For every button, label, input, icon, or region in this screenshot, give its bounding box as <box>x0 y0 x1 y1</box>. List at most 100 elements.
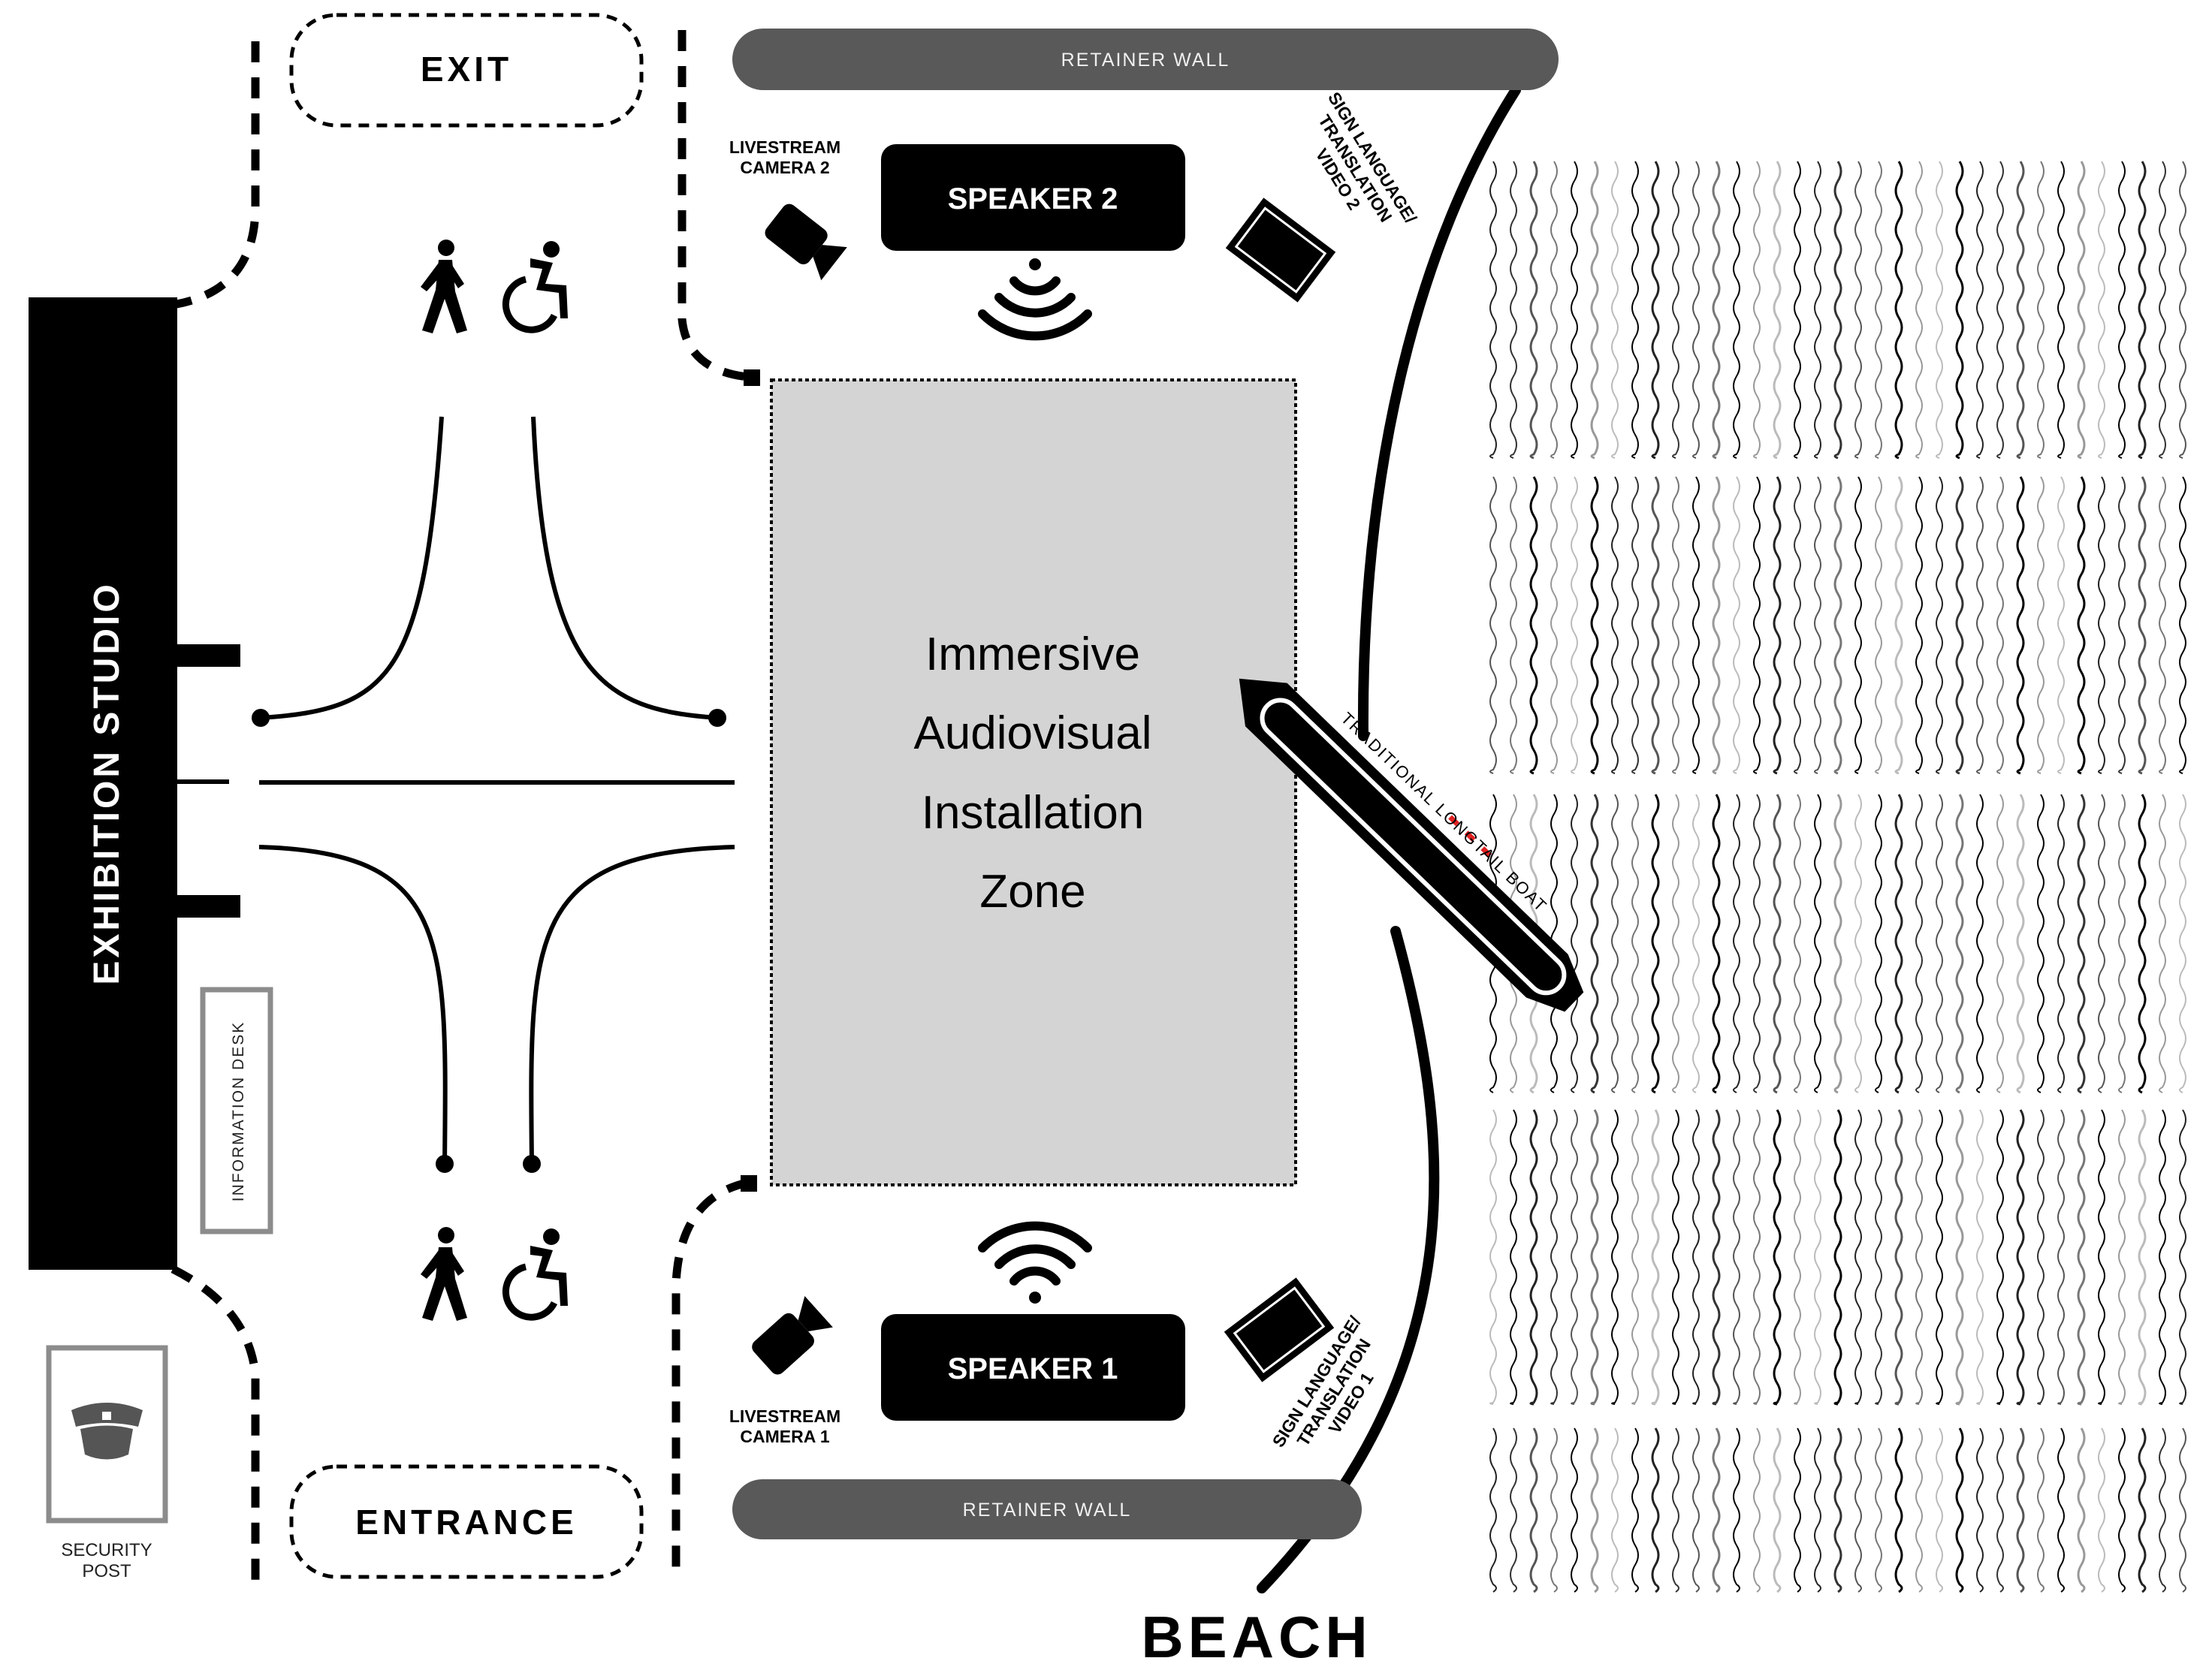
pedestrian-icon <box>421 240 467 333</box>
water-wave-line <box>2098 1109 2105 1405</box>
sign-language-video-2[interactable]: SIGN LANGUAGE/ TRANSLATION VIDEO 2 <box>1225 89 1421 303</box>
water-wave-line <box>1976 794 1984 1093</box>
water-wave-line <box>1955 161 1964 460</box>
livestream-camera-1[interactable]: LIVESTREAM CAMERA 1 <box>729 1296 840 1446</box>
water-wave-line <box>2138 476 2147 775</box>
water-wave-line <box>1794 161 1801 459</box>
water-wave-line <box>1814 161 1821 459</box>
dashed-boundaries <box>171 30 758 1581</box>
security-post[interactable]: SECURITY POST <box>46 1345 168 1581</box>
water-wave-line <box>1894 794 1903 1094</box>
water-wave-line <box>2179 1109 2186 1405</box>
water-wave-line <box>1733 1109 1740 1405</box>
wheelchair-icon <box>502 1228 568 1321</box>
water-wave-line <box>1875 1109 1882 1405</box>
water-waves-pattern <box>1489 161 2186 1593</box>
exit-door[interactable]: EXIT <box>289 13 644 128</box>
water-wave-line <box>2037 476 2045 774</box>
zone-title-line-1: Immersive <box>925 629 1140 680</box>
water-wave-line <box>1672 476 1679 774</box>
water-wave-line <box>1571 1109 1578 1405</box>
water-wave-line <box>2118 161 2126 459</box>
water-wave-line <box>1915 1427 1923 1593</box>
water-wave-line <box>1590 161 1599 460</box>
water-wave-line <box>1854 161 1862 459</box>
water-wave-line <box>2159 1109 2166 1405</box>
water-wave-line <box>2057 476 2065 774</box>
water-wave-line <box>1854 1109 1862 1405</box>
water-wave-line <box>1672 1427 1679 1593</box>
water-wave-line <box>1936 1427 1943 1593</box>
camera-1-label-1: LIVESTREAM <box>729 1406 840 1426</box>
water-wave-line <box>1875 794 1882 1093</box>
water-wave-line <box>1672 794 1679 1093</box>
water-wave-line <box>1894 1109 1903 1406</box>
water-wave-line <box>2098 1427 2105 1593</box>
speaker-2-label: SPEAKER 2 <box>948 182 1118 216</box>
exhibition-studio-label: EXHIBITION STUDIO <box>87 581 127 984</box>
security-post-label-2: POST <box>82 1561 131 1581</box>
camera-2-label-2: CAMERA 2 <box>740 158 829 177</box>
water-wave-line <box>1692 161 1700 459</box>
water-wave-line <box>1936 161 1943 459</box>
speaker-2[interactable]: SPEAKER 2 <box>881 144 1185 251</box>
water-wave-line <box>2159 476 2166 774</box>
water-wave-line <box>2098 794 2105 1093</box>
water-wave-line <box>2057 1109 2065 1405</box>
water-wave-line <box>2159 1427 2166 1593</box>
water-wave-line <box>2077 794 2086 1094</box>
water-wave-line <box>1996 161 2004 459</box>
water-wave-line <box>1833 1427 1842 1593</box>
water-wave-line <box>1712 794 1721 1094</box>
water-wave-line <box>2118 1427 2126 1593</box>
water-wave-line <box>2138 1427 2147 1593</box>
water-wave-line <box>1936 1109 1943 1405</box>
water-wave-line <box>1510 476 1517 774</box>
water-wave-line <box>1571 1427 1578 1593</box>
water-wave-line <box>1672 161 1679 459</box>
water-wave-line <box>1550 1109 1558 1405</box>
water-wave-line <box>1753 1427 1761 1593</box>
entrance-label: ENTRANCE <box>355 1503 578 1542</box>
pedestrian-icon <box>421 1227 467 1321</box>
water-wave-line <box>1651 1109 1660 1406</box>
water-wave-line <box>1611 476 1619 774</box>
water-wave-line <box>2179 794 2186 1093</box>
water-wave-line <box>1833 161 1842 460</box>
water-wave-line <box>1590 1427 1599 1593</box>
water-wave-line <box>1955 476 1964 775</box>
water-wave-line <box>1712 1427 1721 1593</box>
studio-door-post <box>174 895 240 918</box>
retainer-wall-top: RETAINER WALL <box>732 29 1559 90</box>
beach-label: BEACH <box>1141 1604 1372 1663</box>
water-wave-line <box>1833 794 1842 1094</box>
water-wave-line <box>1692 476 1700 774</box>
water-wave-line <box>1753 1109 1761 1405</box>
water-wave-line <box>2057 794 2065 1093</box>
information-desk[interactable]: INFORMATION DESK <box>200 987 273 1234</box>
entrance-door[interactable]: ENTRANCE <box>289 1464 644 1579</box>
circulation-paths <box>258 416 735 1165</box>
water-wave-line <box>1611 1109 1619 1405</box>
installation-zone[interactable]: Immersive Audiovisual Installation Zone <box>770 378 1297 1186</box>
water-wave-line <box>1976 161 1984 459</box>
water-wave-line <box>1996 1427 2004 1593</box>
water-wave-line <box>1936 794 1943 1093</box>
water-wave-line <box>1692 794 1700 1093</box>
water-wave-line <box>1814 476 1821 774</box>
retainer-wall-bottom-label: RETAINER WALL <box>963 1500 1132 1521</box>
water-wave-line <box>1590 794 1599 1094</box>
water-wave-line <box>2138 1109 2147 1406</box>
water-wave-line <box>1833 476 1842 775</box>
water-wave-line <box>1651 794 1660 1094</box>
speaker-1[interactable]: SPEAKER 1 <box>881 1314 1185 1421</box>
water-wave-line <box>1550 1427 1558 1593</box>
water-wave-line <box>1753 794 1761 1093</box>
water-wave-line <box>1631 1427 1639 1593</box>
water-wave-line <box>2057 161 2065 459</box>
water-wave-line <box>2179 1427 2186 1593</box>
water-wave-line <box>2098 161 2105 459</box>
water-wave-line <box>2118 476 2126 774</box>
livestream-camera-2[interactable]: LIVESTREAM CAMERA 2 <box>729 137 847 281</box>
